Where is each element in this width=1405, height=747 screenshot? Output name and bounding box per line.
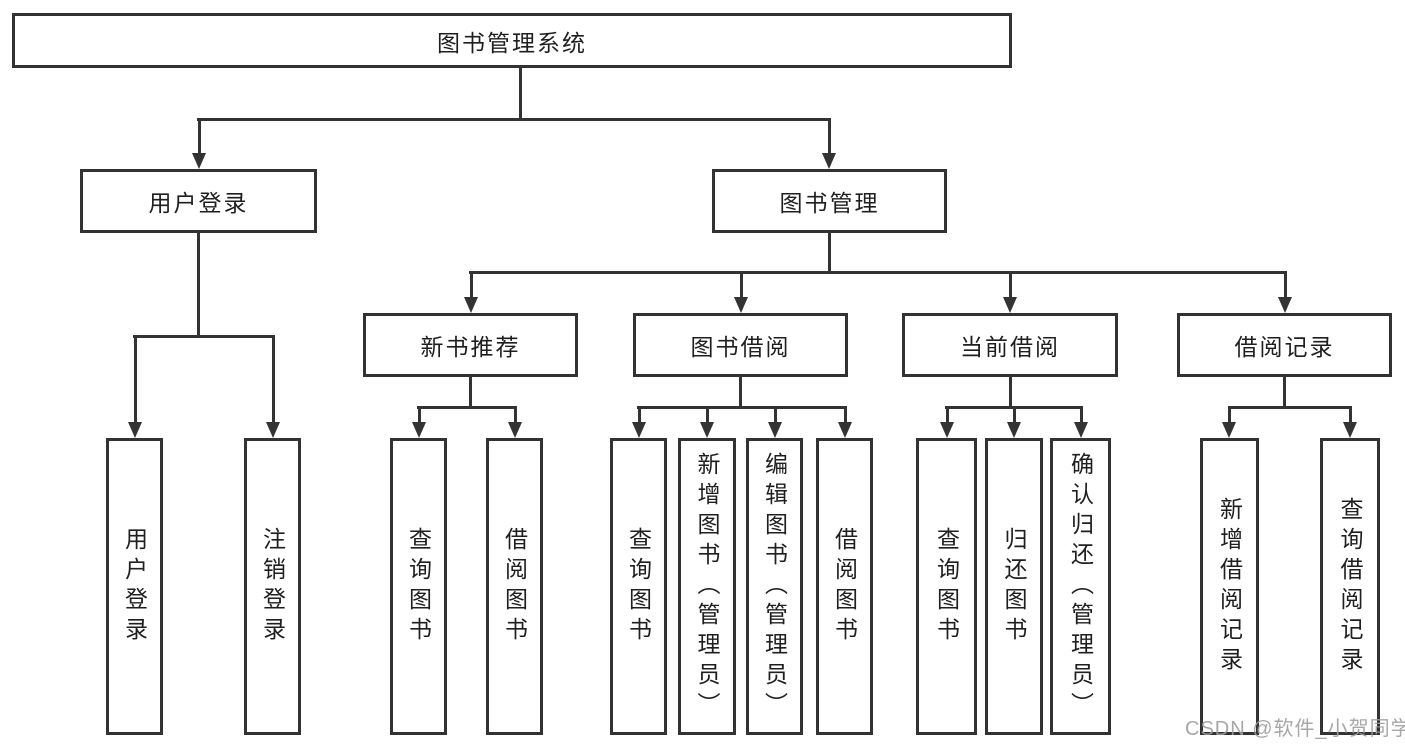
arrow-to-leaf-logout (266, 335, 280, 438)
leaf-query-books-recommend: 查询图书 (390, 438, 447, 735)
arrow-to-borrowing-records (1278, 271, 1292, 313)
leaf-edit-books-admin: 编辑图书（管理员） (746, 438, 803, 735)
connector-records-stub (1283, 377, 1286, 406)
connector-book-mgmt-stub (828, 233, 831, 271)
csdn-watermark: CSDN @软件_小贺同学 (1185, 718, 1405, 740)
arrow-borrowing-leaf-2 (700, 406, 714, 438)
leaf-add-borrow-record: 新增借阅记录 (1200, 438, 1259, 735)
node-book-management: 图书管理 (712, 169, 947, 233)
connector-user-login-stub (197, 233, 200, 335)
arrow-to-book-borrowing (734, 271, 748, 313)
arrow-records-leaf-1 (1222, 406, 1236, 438)
leaf-user-login: 用户登录 (106, 438, 163, 735)
arrow-to-user-login (192, 118, 206, 169)
connector-current-stub (1009, 377, 1012, 406)
connector-level3-rail (469, 271, 1286, 274)
connector-new-rec-stub (469, 377, 472, 406)
leaf-add-books-admin: 新增图书（管理员） (678, 438, 736, 735)
arrow-current-leaf-2 (1007, 406, 1021, 438)
leaf-query-books-borrowing: 查询图书 (610, 438, 667, 735)
connector-borrowing-stub (739, 377, 742, 406)
leaf-confirm-return-admin: 确认归还（管理员） (1050, 438, 1111, 735)
connector-root-stub (519, 68, 522, 118)
leaf-query-books-current: 查询图书 (916, 438, 977, 735)
arrow-borrowing-leaf-4 (838, 406, 852, 438)
node-borrowing-records: 借阅记录 (1177, 313, 1392, 377)
connector-new-rec-rail (417, 406, 516, 409)
leaf-query-borrow-record: 查询借阅记录 (1320, 438, 1380, 735)
arrow-to-book-management (822, 118, 836, 169)
arrow-to-leaf-user-login (128, 335, 142, 438)
arrow-to-current-borrowing (1003, 271, 1017, 313)
arrow-current-leaf-1 (940, 406, 954, 438)
arrow-new-rec-leaf-1 (412, 406, 426, 438)
connector-records-rail (1228, 406, 1352, 409)
node-new-book-recommend: 新书推荐 (363, 313, 578, 377)
arrow-new-rec-leaf-2 (508, 406, 522, 438)
arrow-to-new-book-recommend (464, 271, 478, 313)
node-user-login: 用户登录 (80, 169, 317, 233)
node-current-borrowing: 当前借阅 (902, 313, 1118, 377)
leaf-borrow-books-recommend: 借阅图书 (486, 438, 543, 735)
connector-user-login-rail (133, 335, 274, 338)
connector-level2-rail (197, 118, 831, 121)
leaf-logout-login: 注销登录 (244, 438, 301, 735)
leaf-return-books: 归还图书 (985, 438, 1043, 735)
connector-borrowing-rail (637, 406, 846, 409)
node-book-borrowing: 图书借阅 (633, 313, 848, 377)
node-library-system: 图书管理系统 (12, 13, 1012, 68)
arrow-borrowing-leaf-3 (768, 406, 782, 438)
arrow-borrowing-leaf-1 (632, 406, 646, 438)
leaf-borrow-books-borrowing: 借阅图书 (816, 438, 873, 735)
arrow-current-leaf-3 (1074, 406, 1088, 438)
arrow-records-leaf-2 (1343, 406, 1357, 438)
